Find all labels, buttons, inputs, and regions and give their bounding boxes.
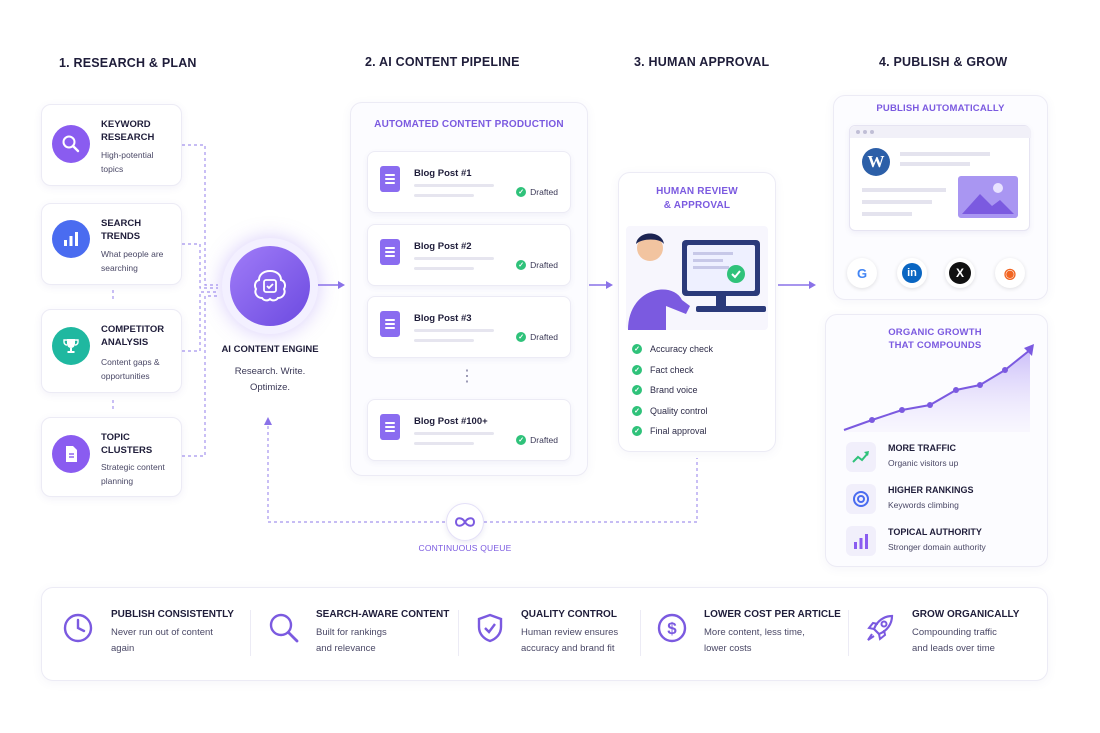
search-icon xyxy=(268,612,300,649)
benefit-description: More content, less time,lower costs xyxy=(704,627,805,654)
checklist-item: ✓Final approval xyxy=(632,426,707,436)
benefit-title: PUBLISH CONSISTENTLY xyxy=(111,609,234,620)
ai-engine-halo xyxy=(222,238,318,334)
x-icon[interactable]: X xyxy=(945,258,975,288)
svg-text:$: $ xyxy=(667,619,677,638)
check-icon: ✓ xyxy=(632,365,642,375)
step-title-approval: 3. HUMAN APPROVAL xyxy=(634,55,770,69)
document-icon xyxy=(52,435,90,473)
search-icon xyxy=(52,125,90,163)
metric-rankings: HIGHER RANKINGS Keywords climbing xyxy=(840,482,1030,518)
clock-icon xyxy=(62,612,94,649)
website-preview: W xyxy=(849,125,1031,231)
step-title-pipeline: 2. AI CONTENT PIPELINE xyxy=(365,55,520,69)
check-icon: ✓ xyxy=(516,435,527,445)
rocket-icon xyxy=(864,612,896,649)
status-badge: ✓Drafted xyxy=(516,435,558,445)
bar-chart-icon xyxy=(846,526,876,556)
ai-engine-subtitle: Research. Write.Optimize. xyxy=(234,366,306,393)
status-badge: ✓Drafted xyxy=(516,187,558,197)
google-icon[interactable]: G xyxy=(847,258,877,288)
queue-label: CONTINUOUS QUEUE xyxy=(418,543,512,553)
blog-post-card[interactable]: Blog Post #1 ✓Drafted xyxy=(367,151,571,213)
checklist-item: ✓Brand voice xyxy=(632,385,698,395)
blog-post-title: Blog Post #3 xyxy=(414,313,472,324)
check-icon: ✓ xyxy=(516,332,527,342)
document-icon xyxy=(380,414,400,440)
growth-line-illustration xyxy=(843,344,1034,432)
target-icon xyxy=(846,484,876,514)
blog-post-title: Blog Post #2 xyxy=(414,241,472,252)
checklist-item: ✓Accuracy check xyxy=(632,344,713,354)
infinity-icon xyxy=(446,503,484,541)
rss-icon[interactable]: ◉ xyxy=(995,258,1025,288)
metric-authority: TOPICAL AUTHORITY Stronger domain author… xyxy=(840,524,1030,560)
dollar-icon: $ xyxy=(656,612,688,649)
trend-up-icon xyxy=(846,442,876,472)
benefit-title: LOWER COST PER ARTICLE xyxy=(704,609,841,620)
blog-post-card[interactable]: Blog Post #3 ✓Drafted xyxy=(367,296,571,358)
check-icon: ✓ xyxy=(632,344,642,354)
card-subtitle: Content gaps &opportunities xyxy=(101,357,160,381)
check-icon: ✓ xyxy=(632,406,642,416)
step-title-publish: 4. PUBLISH & GROW xyxy=(879,55,1008,69)
ai-engine-title: AI CONTENT ENGINE xyxy=(221,344,319,355)
wordpress-icon: W xyxy=(862,148,890,176)
more-posts-ellipsis: ⋮ xyxy=(459,368,475,385)
image-icon xyxy=(958,176,1018,218)
check-icon: ✓ xyxy=(516,187,527,197)
reviewer-illustration xyxy=(626,226,768,330)
check-icon: ✓ xyxy=(632,385,642,395)
document-icon xyxy=(380,239,400,265)
blog-post-card[interactable]: Blog Post #2 ✓Drafted xyxy=(367,224,571,286)
status-badge: ✓Drafted xyxy=(516,260,558,270)
linkedin-icon[interactable]: in xyxy=(897,258,927,288)
check-icon: ✓ xyxy=(516,260,527,270)
approval-header: HUMAN REVIEW& APPROVAL xyxy=(656,186,738,211)
blog-post-card[interactable]: Blog Post #100+ ✓Drafted xyxy=(367,399,571,461)
pipeline-header: AUTOMATED CONTENT PRODUCTION xyxy=(374,119,564,130)
status-badge: ✓Drafted xyxy=(516,332,558,342)
blog-post-title: Blog Post #1 xyxy=(414,168,472,179)
document-icon xyxy=(380,311,400,337)
publish-header: PUBLISH AUTOMATICALLY xyxy=(876,103,1005,114)
checklist-item: ✓Quality control xyxy=(632,406,708,416)
trophy-icon xyxy=(52,327,90,365)
step-title-research: 1. RESEARCH & PLAN xyxy=(59,56,197,70)
checklist-item: ✓Fact check xyxy=(632,365,694,375)
benefit-title: QUALITY CONTROL xyxy=(521,609,617,620)
metric-traffic: MORE TRAFFIC Organic visitors up xyxy=(840,440,1030,476)
benefit-title: SEARCH-AWARE CONTENT xyxy=(316,609,450,620)
brain-icon xyxy=(230,246,310,326)
shield-check-icon xyxy=(474,612,506,649)
check-icon: ✓ xyxy=(632,426,642,436)
benefit-title: GROW ORGANICALLY xyxy=(912,609,1020,620)
bar-chart-icon xyxy=(52,220,90,258)
document-icon xyxy=(380,166,400,192)
blog-post-title: Blog Post #100+ xyxy=(414,416,488,427)
growth-panel xyxy=(825,314,1048,567)
